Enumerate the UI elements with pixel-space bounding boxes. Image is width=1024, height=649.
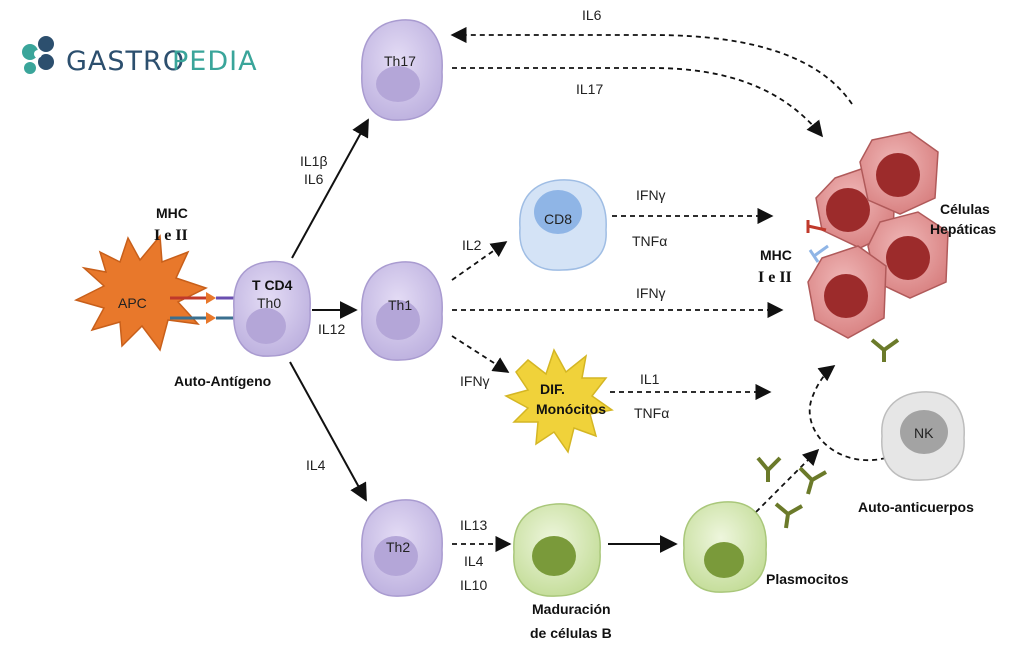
il4-label-b: IL4 (464, 553, 484, 569)
arrow-th1-to-monocytes (451, 335, 510, 373)
antibody-icon (870, 338, 900, 362)
b-cell-nucleus (532, 536, 576, 576)
antigen-marker-icon (206, 312, 216, 324)
th2-cell (361, 499, 443, 597)
th2-nucleus (374, 536, 418, 576)
arrow-th1-to-cd8 (451, 241, 508, 281)
il1-mono-label: IL1 (640, 371, 660, 387)
hepatocyte-nucleus (824, 274, 868, 318)
celulas-label-1: Células (940, 201, 990, 217)
mhc-left-label-1: MHC (156, 205, 188, 221)
hepatocyte-nucleus (826, 188, 870, 232)
th1-label: Th1 (388, 297, 412, 313)
tnfa-cd8-label: TNFα (632, 233, 667, 249)
th1-cell (361, 261, 443, 361)
antibody-icon (798, 466, 827, 495)
ifng-mono-label: IFNγ (460, 373, 490, 389)
monocyte-label-2: Monócitos (536, 401, 606, 417)
th17-cell (361, 19, 443, 121)
plasmocitos-label: Plasmocitos (766, 571, 849, 587)
mhc-right-label-2: I e II (758, 269, 792, 286)
maduracion-label-1: Maduración (532, 601, 611, 617)
nk-cell (881, 391, 965, 481)
mhc-right-label-1: MHC (760, 247, 792, 263)
cd8-nucleus (534, 190, 582, 234)
il1b-label: IL1β (300, 153, 328, 169)
apc-shape (73, 234, 208, 352)
antibody-icon (774, 502, 803, 529)
brand-name-part1: GASTRO (66, 46, 185, 77)
arrow-plasma-to-antibodies (755, 448, 820, 513)
arrow-nk-to-hepatic (808, 365, 887, 461)
tcd4-cell (233, 260, 311, 357)
brand-name-part2: PEDIA (172, 46, 258, 77)
plasmocyte-cell (683, 501, 767, 593)
arrow-il6-to-th17 (450, 26, 853, 105)
logo-mark-icon (22, 36, 54, 74)
nk-label: NK (914, 425, 934, 441)
apc-cell: APC (73, 234, 244, 352)
celulas-label-2: Hepáticas (930, 221, 996, 237)
il12-label: IL12 (318, 321, 345, 337)
b-cell (513, 503, 601, 597)
il13-label: IL13 (460, 517, 487, 533)
th17-label: Th17 (384, 53, 416, 69)
tnfa-mono-label: TNFα (634, 405, 669, 421)
plasmocyte-nucleus (704, 542, 744, 578)
hepatocyte-cluster (806, 131, 949, 362)
il2-label: IL2 (462, 237, 482, 253)
apc-label: APC (118, 295, 147, 311)
ifng-th1-label: IFNγ (636, 285, 666, 301)
arrow-th0-to-th17 (291, 118, 369, 259)
hepatocyte-nucleus (876, 153, 920, 197)
th2-label: Th2 (386, 539, 410, 555)
auto-antigeno-label: Auto-Antígeno (174, 373, 271, 389)
autoantibodies (756, 456, 827, 529)
maduracion-label-2: de células B (530, 625, 612, 641)
il6-label-a: IL6 (304, 171, 324, 187)
gastropedia-logo: GASTRO PEDIA (22, 36, 258, 77)
tcd4-sub: Th0 (257, 295, 281, 311)
auto-anticuerpos-label: Auto-anticuerpos (858, 499, 974, 515)
arrow-th0-to-th2 (289, 361, 367, 502)
mhc-receptor-icon (806, 220, 829, 263)
antibody-icon (756, 456, 782, 482)
antigen-marker-icon (206, 292, 216, 304)
ifng-cd8-label: IFNγ (636, 187, 666, 203)
cd8-label: CD8 (544, 211, 572, 227)
il10-label: IL10 (460, 577, 487, 593)
monocyte-cell (504, 348, 614, 454)
il4-label-a: IL4 (306, 457, 326, 473)
mhc-left-label-2: I e II (154, 227, 188, 244)
tcd4-title: T CD4 (252, 277, 293, 293)
monocyte-shape (504, 348, 614, 454)
monocyte-label-1: DIF. (540, 381, 565, 397)
pathway-arrows (289, 26, 887, 553)
arrow-il17-to-hepatic (452, 67, 824, 138)
cd8-cell (519, 179, 607, 271)
th17-nucleus (376, 66, 420, 102)
th1-nucleus (376, 300, 420, 340)
nk-nucleus (900, 410, 948, 454)
tcd4-nucleus (246, 308, 286, 344)
il17-label: IL17 (576, 81, 603, 97)
hepatocyte-nucleus (886, 236, 930, 280)
il6-top-label: IL6 (582, 7, 602, 23)
